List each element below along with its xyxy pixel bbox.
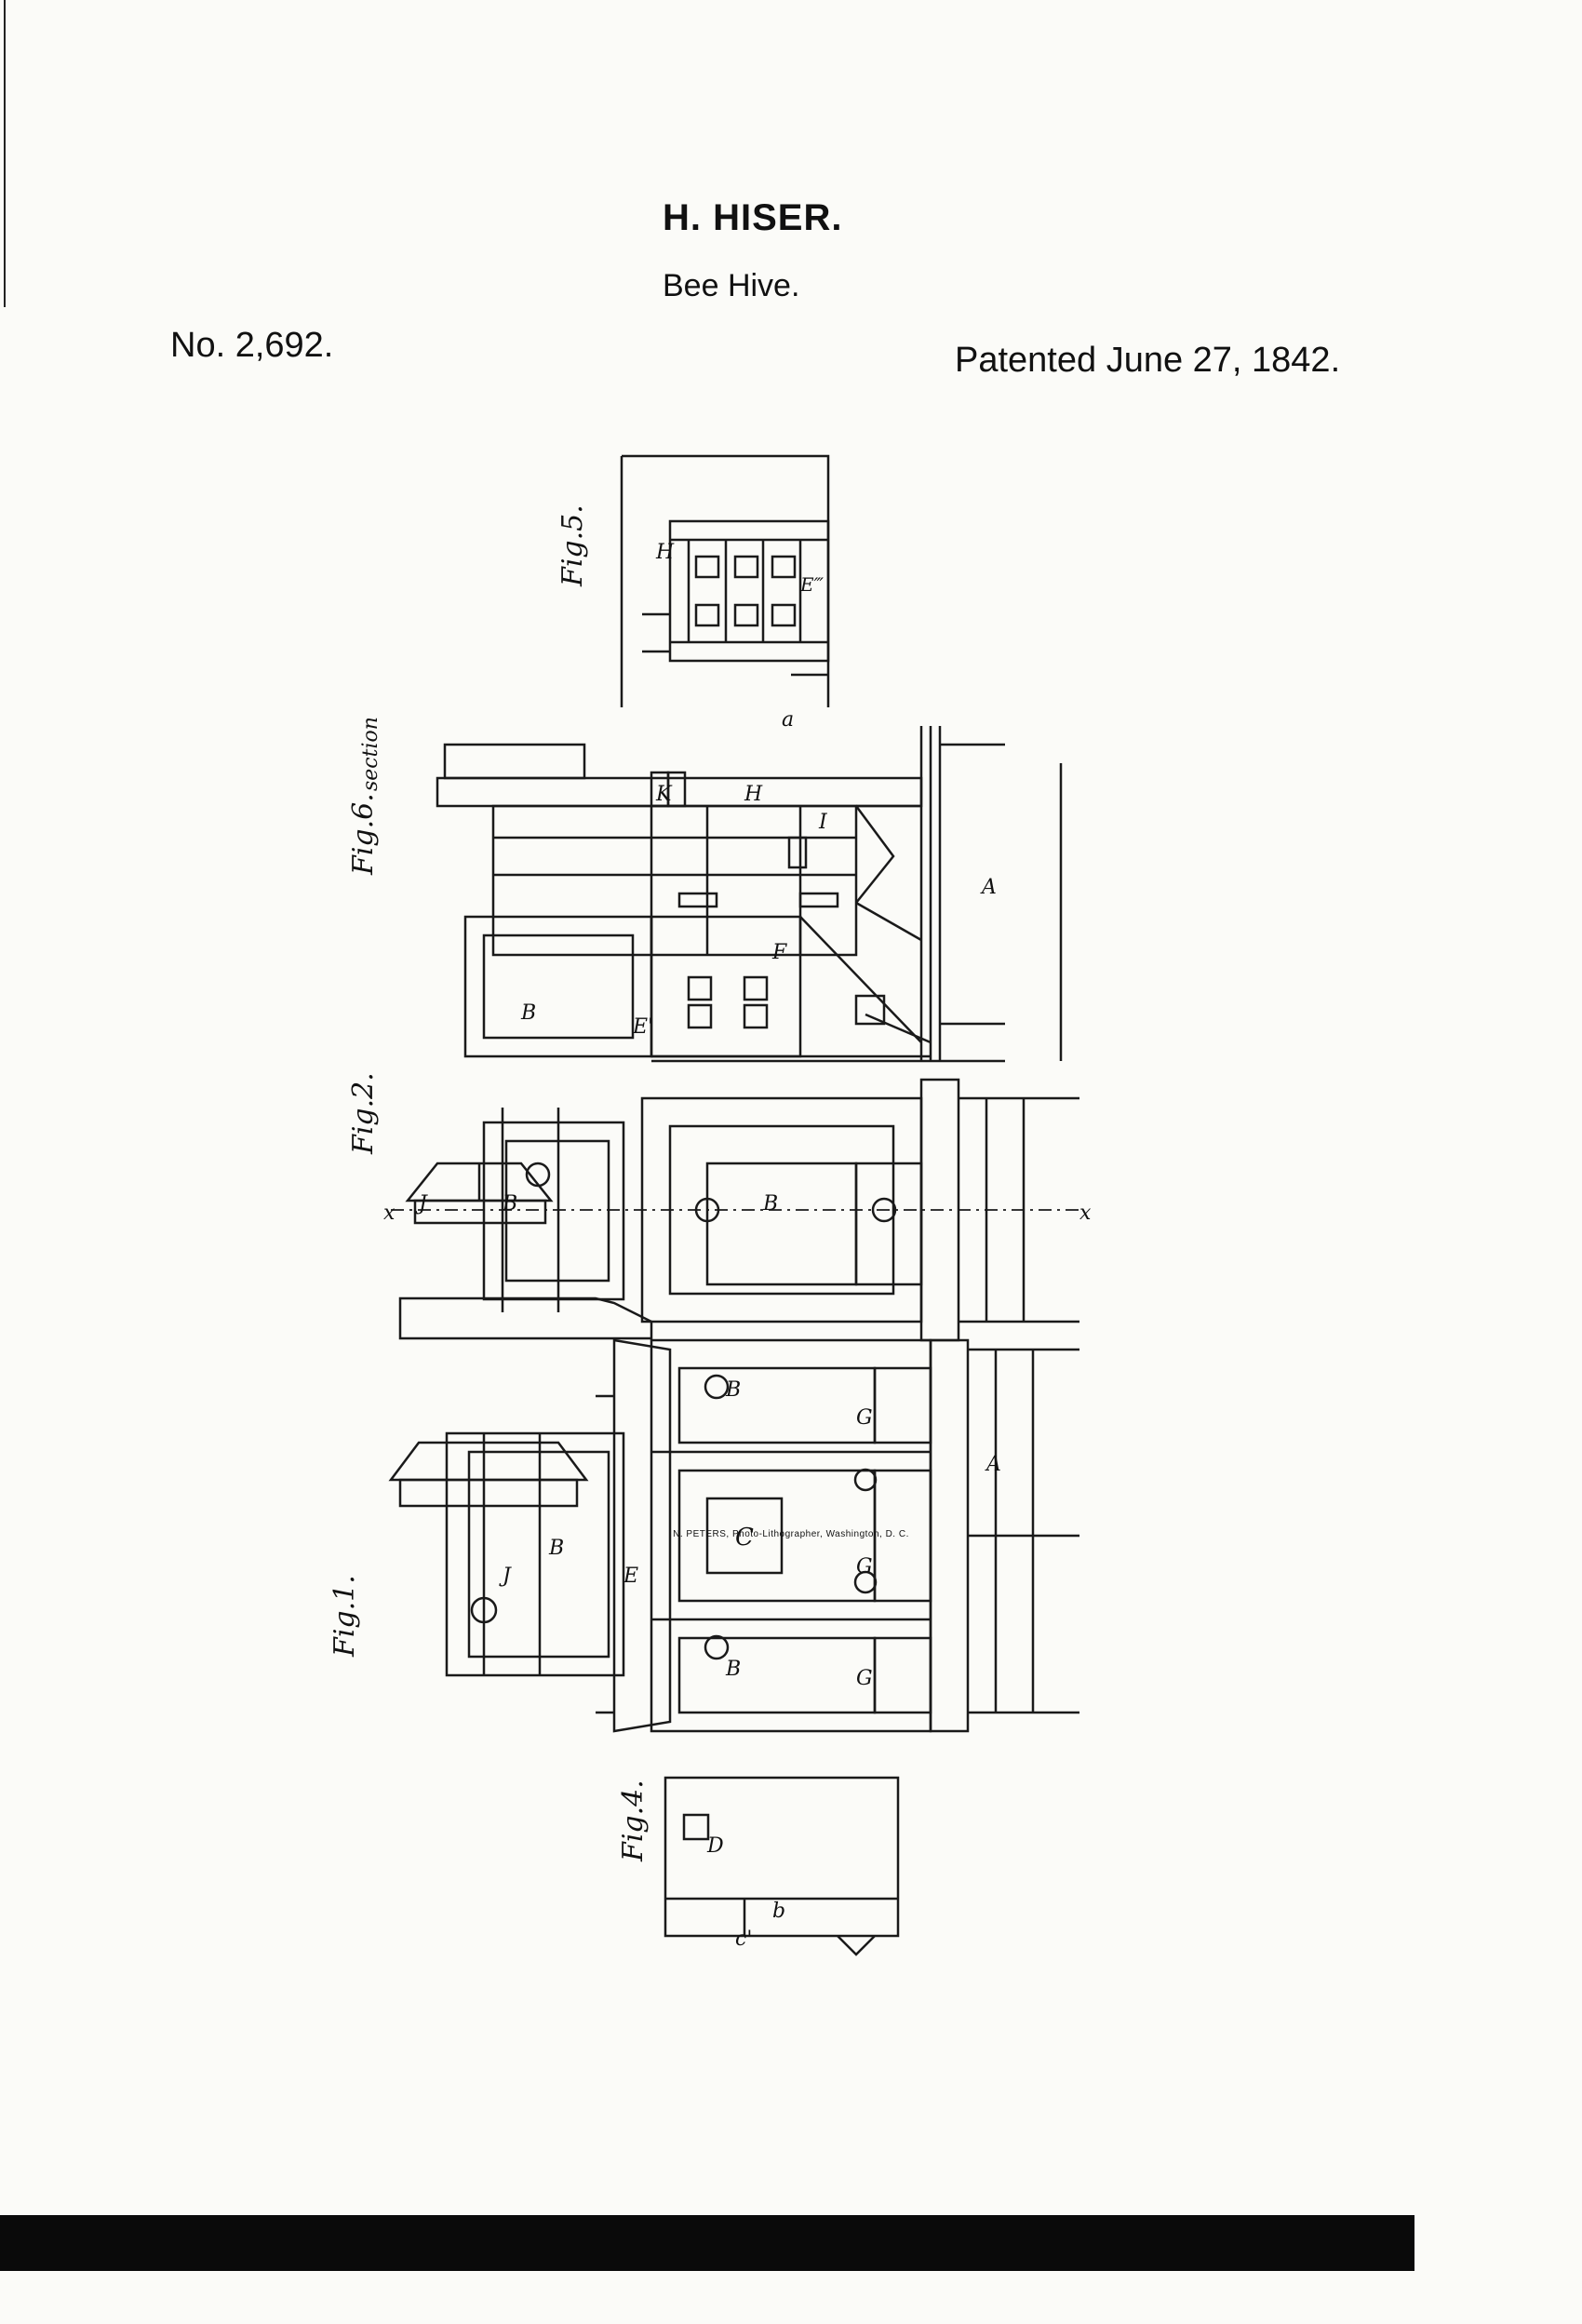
- label-c1: c': [735, 1928, 752, 1951]
- fig5-drawing: [620, 454, 830, 707]
- lithographer-credit: N. PETERS, Photo-Lithographer, Washingto…: [673, 1529, 909, 1539]
- label-B-2: B: [502, 1192, 517, 1216]
- label-J-2: J: [499, 1565, 512, 1588]
- label-G: G: [856, 1406, 873, 1430]
- patent-title: Bee Hive.: [663, 268, 800, 303]
- left-edge-rule: [4, 0, 6, 307]
- label-D: D: [706, 1834, 724, 1858]
- label-I: I: [818, 811, 828, 834]
- fig6-drawing: [436, 726, 1063, 1063]
- fig4-caption: Fig.4.: [617, 1780, 650, 1862]
- label-B-4: B: [548, 1537, 564, 1560]
- fig5-caption: Fig.5.: [556, 504, 589, 587]
- label-H: H: [655, 541, 675, 564]
- fig6-section-note: section: [359, 717, 382, 791]
- label-B: B: [520, 1001, 536, 1025]
- label-b: b: [772, 1900, 785, 1923]
- label-a: a: [782, 708, 794, 732]
- fig1-caption: Fig.1.: [328, 1575, 361, 1658]
- patent-number: No. 2,692.: [170, 326, 334, 365]
- fig2-caption: Fig.2.: [347, 1072, 380, 1155]
- label-G-2: G: [856, 1555, 873, 1578]
- inventor-name: H. HISER.: [663, 197, 843, 238]
- label-A-2: A: [985, 1453, 1001, 1476]
- fig1-drawing: [388, 1338, 1079, 1733]
- scan-border-bar: [0, 2215, 1414, 2271]
- label-H-2: H: [744, 783, 763, 806]
- label-K: K: [655, 783, 673, 806]
- label-B-3: B: [762, 1192, 778, 1216]
- label-J: J: [415, 1192, 428, 1216]
- drawing-lettering: Fig.5. Fig.6. section Fig.2. Fig.1. Fig.…: [328, 504, 1092, 1951]
- label-E: E: [623, 1565, 638, 1588]
- label-G-3: G: [856, 1667, 873, 1690]
- label-Em: E‴: [799, 573, 825, 596]
- label-C: C: [735, 1524, 754, 1552]
- label-B-6: B: [725, 1658, 741, 1681]
- patent-date: Patented June 27, 1842.: [955, 341, 1341, 380]
- fig2-drawing: [391, 1078, 1079, 1342]
- label-B-5: B: [725, 1378, 741, 1402]
- label-x: x: [1079, 1202, 1092, 1225]
- label-x-2: x: [383, 1202, 396, 1225]
- label-F: F: [771, 941, 787, 964]
- label-E1: E': [632, 1015, 653, 1039]
- fig4-drawing: [664, 1776, 900, 1956]
- label-A: A: [980, 876, 997, 899]
- fig6-caption: Fig.6.: [347, 793, 380, 876]
